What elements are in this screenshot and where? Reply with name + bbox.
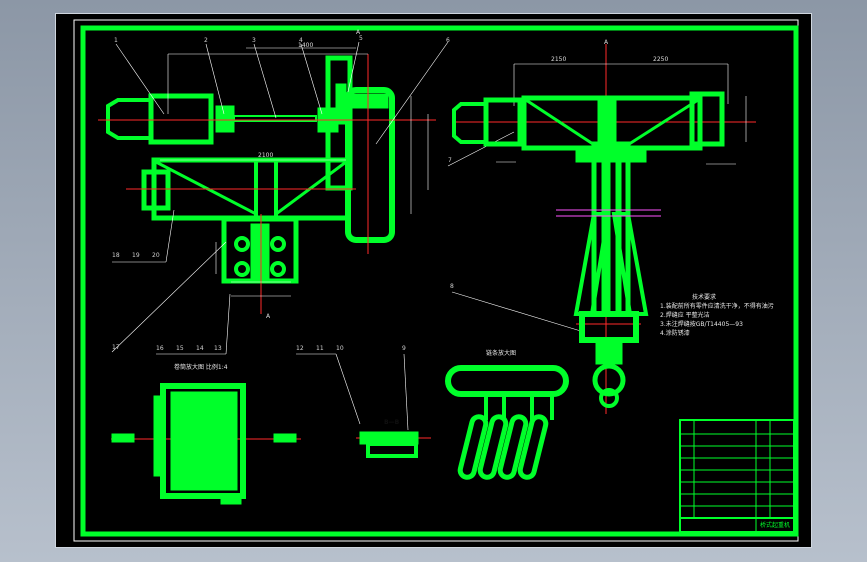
notes-line-3: 3.未注焊缝按GB/T14405—93 xyxy=(660,321,743,328)
link-detail xyxy=(445,365,569,480)
roller-detail xyxy=(111,383,297,505)
callout-15: 15 xyxy=(176,345,184,352)
right-assembly xyxy=(452,91,725,408)
callout-20: 20 xyxy=(152,252,160,259)
callout-10: 10 xyxy=(336,345,344,352)
callout-6: 6 xyxy=(446,37,450,44)
callout-11: 11 xyxy=(316,345,324,352)
drawing-sheet: 1 2 3 4 5 6 7 8 9 10 11 12 13 14 15 16 1… xyxy=(55,13,812,548)
section-label-bb: B—B xyxy=(384,419,400,426)
section-label-a-top: A xyxy=(356,29,361,36)
callout-19: 19 xyxy=(132,252,140,259)
link-detail-title: 链条放大图 xyxy=(486,350,517,357)
section-bb xyxy=(359,431,419,458)
title-block-label: 桥式起重机 xyxy=(760,522,791,529)
dimension-1400: 1400 xyxy=(298,42,314,49)
dimension-2250: 2250 xyxy=(653,56,669,63)
roller-detail-title: 卷筒放大图 比例1:4 xyxy=(174,364,228,371)
callout-9: 9 xyxy=(402,345,406,352)
callout-3: 3 xyxy=(252,37,256,44)
callout-18: 18 xyxy=(112,252,120,259)
left-assembly-top xyxy=(106,55,395,284)
leader-lines xyxy=(111,41,585,431)
callout-4: 4 xyxy=(299,37,303,44)
callout-12: 12 xyxy=(296,345,304,352)
callout-1: 1 xyxy=(114,37,118,44)
callout-2: 2 xyxy=(204,37,208,44)
title-block xyxy=(679,419,795,533)
callout-5: 5 xyxy=(359,35,363,42)
dimension-2150: 2150 xyxy=(551,56,567,63)
callout-7: 7 xyxy=(448,157,452,164)
section-label-a-bottom: A xyxy=(266,313,271,320)
magenta-marks xyxy=(556,209,661,217)
notes-title: 技术要求 xyxy=(692,294,717,301)
callout-14: 14 xyxy=(196,345,204,352)
centerlines xyxy=(98,44,756,440)
notes-line-2: 2.焊缝应 平整光洁 xyxy=(660,312,710,319)
callout-13: 13 xyxy=(214,345,222,352)
inner-border xyxy=(80,25,799,537)
section-label-a-right: A xyxy=(604,39,609,46)
callout-8: 8 xyxy=(450,283,454,290)
dimension-lines xyxy=(160,47,747,297)
notes-line-4: 4.涂防锈漆 xyxy=(660,330,690,337)
callout-16: 16 xyxy=(156,345,164,352)
callout-17: 17 xyxy=(112,344,120,351)
engineering-drawing xyxy=(73,19,799,542)
notes-line-1: 1.装配前所有零件应清洗干净，不得有油污 xyxy=(660,303,774,310)
dimension-2100: 2100 xyxy=(258,152,274,159)
